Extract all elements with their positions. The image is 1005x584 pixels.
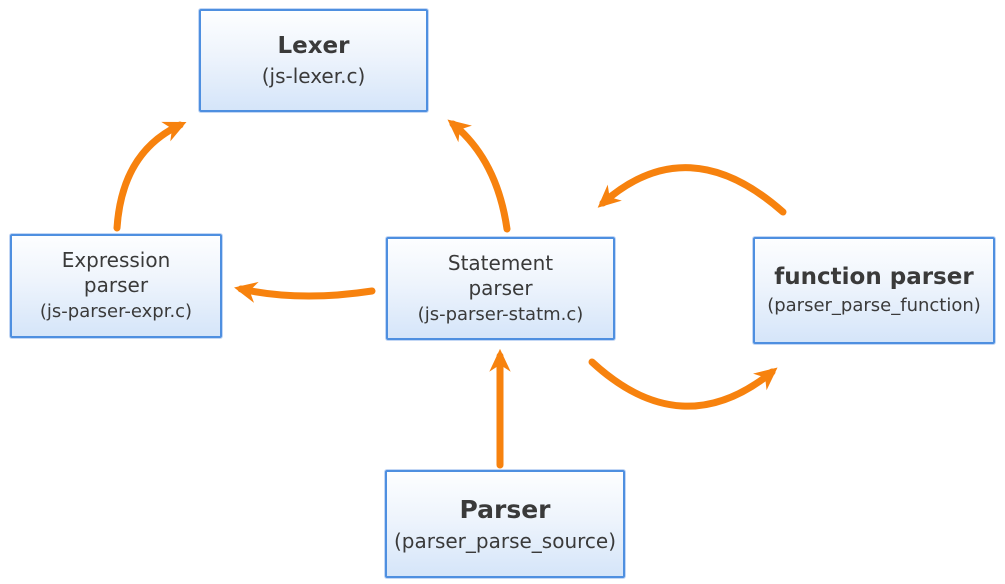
arrow-statement-to-lexer — [447, 119, 511, 233]
node-lexer: Lexer (js-lexer.c) — [199, 9, 428, 112]
node-parser-title: Parser — [459, 495, 551, 525]
node-function-parser-title: function parser — [774, 264, 974, 291]
arrow-statement-to-expression — [234, 281, 376, 303]
arrow-expression-to-lexer — [113, 121, 187, 232]
node-statement-parser-code: (js-parser-statm.c) — [417, 303, 584, 325]
node-function-parser-code: (parser_parse_function) — [767, 295, 981, 317]
arrow-statement-to-function — [588, 358, 778, 410]
node-expression-parser-code: (js-parser-expr.c) — [39, 301, 193, 323]
node-parser: Parser (parser_parse_source) — [385, 470, 625, 578]
node-lexer-title: Lexer — [277, 33, 350, 60]
node-lexer-code: (js-lexer.c) — [261, 63, 366, 88]
node-parser-code: (parser_parse_source) — [393, 528, 617, 553]
node-function-parser: function parser (parser_parse_function) — [753, 237, 995, 344]
arrow-function-to-statement — [597, 164, 787, 216]
